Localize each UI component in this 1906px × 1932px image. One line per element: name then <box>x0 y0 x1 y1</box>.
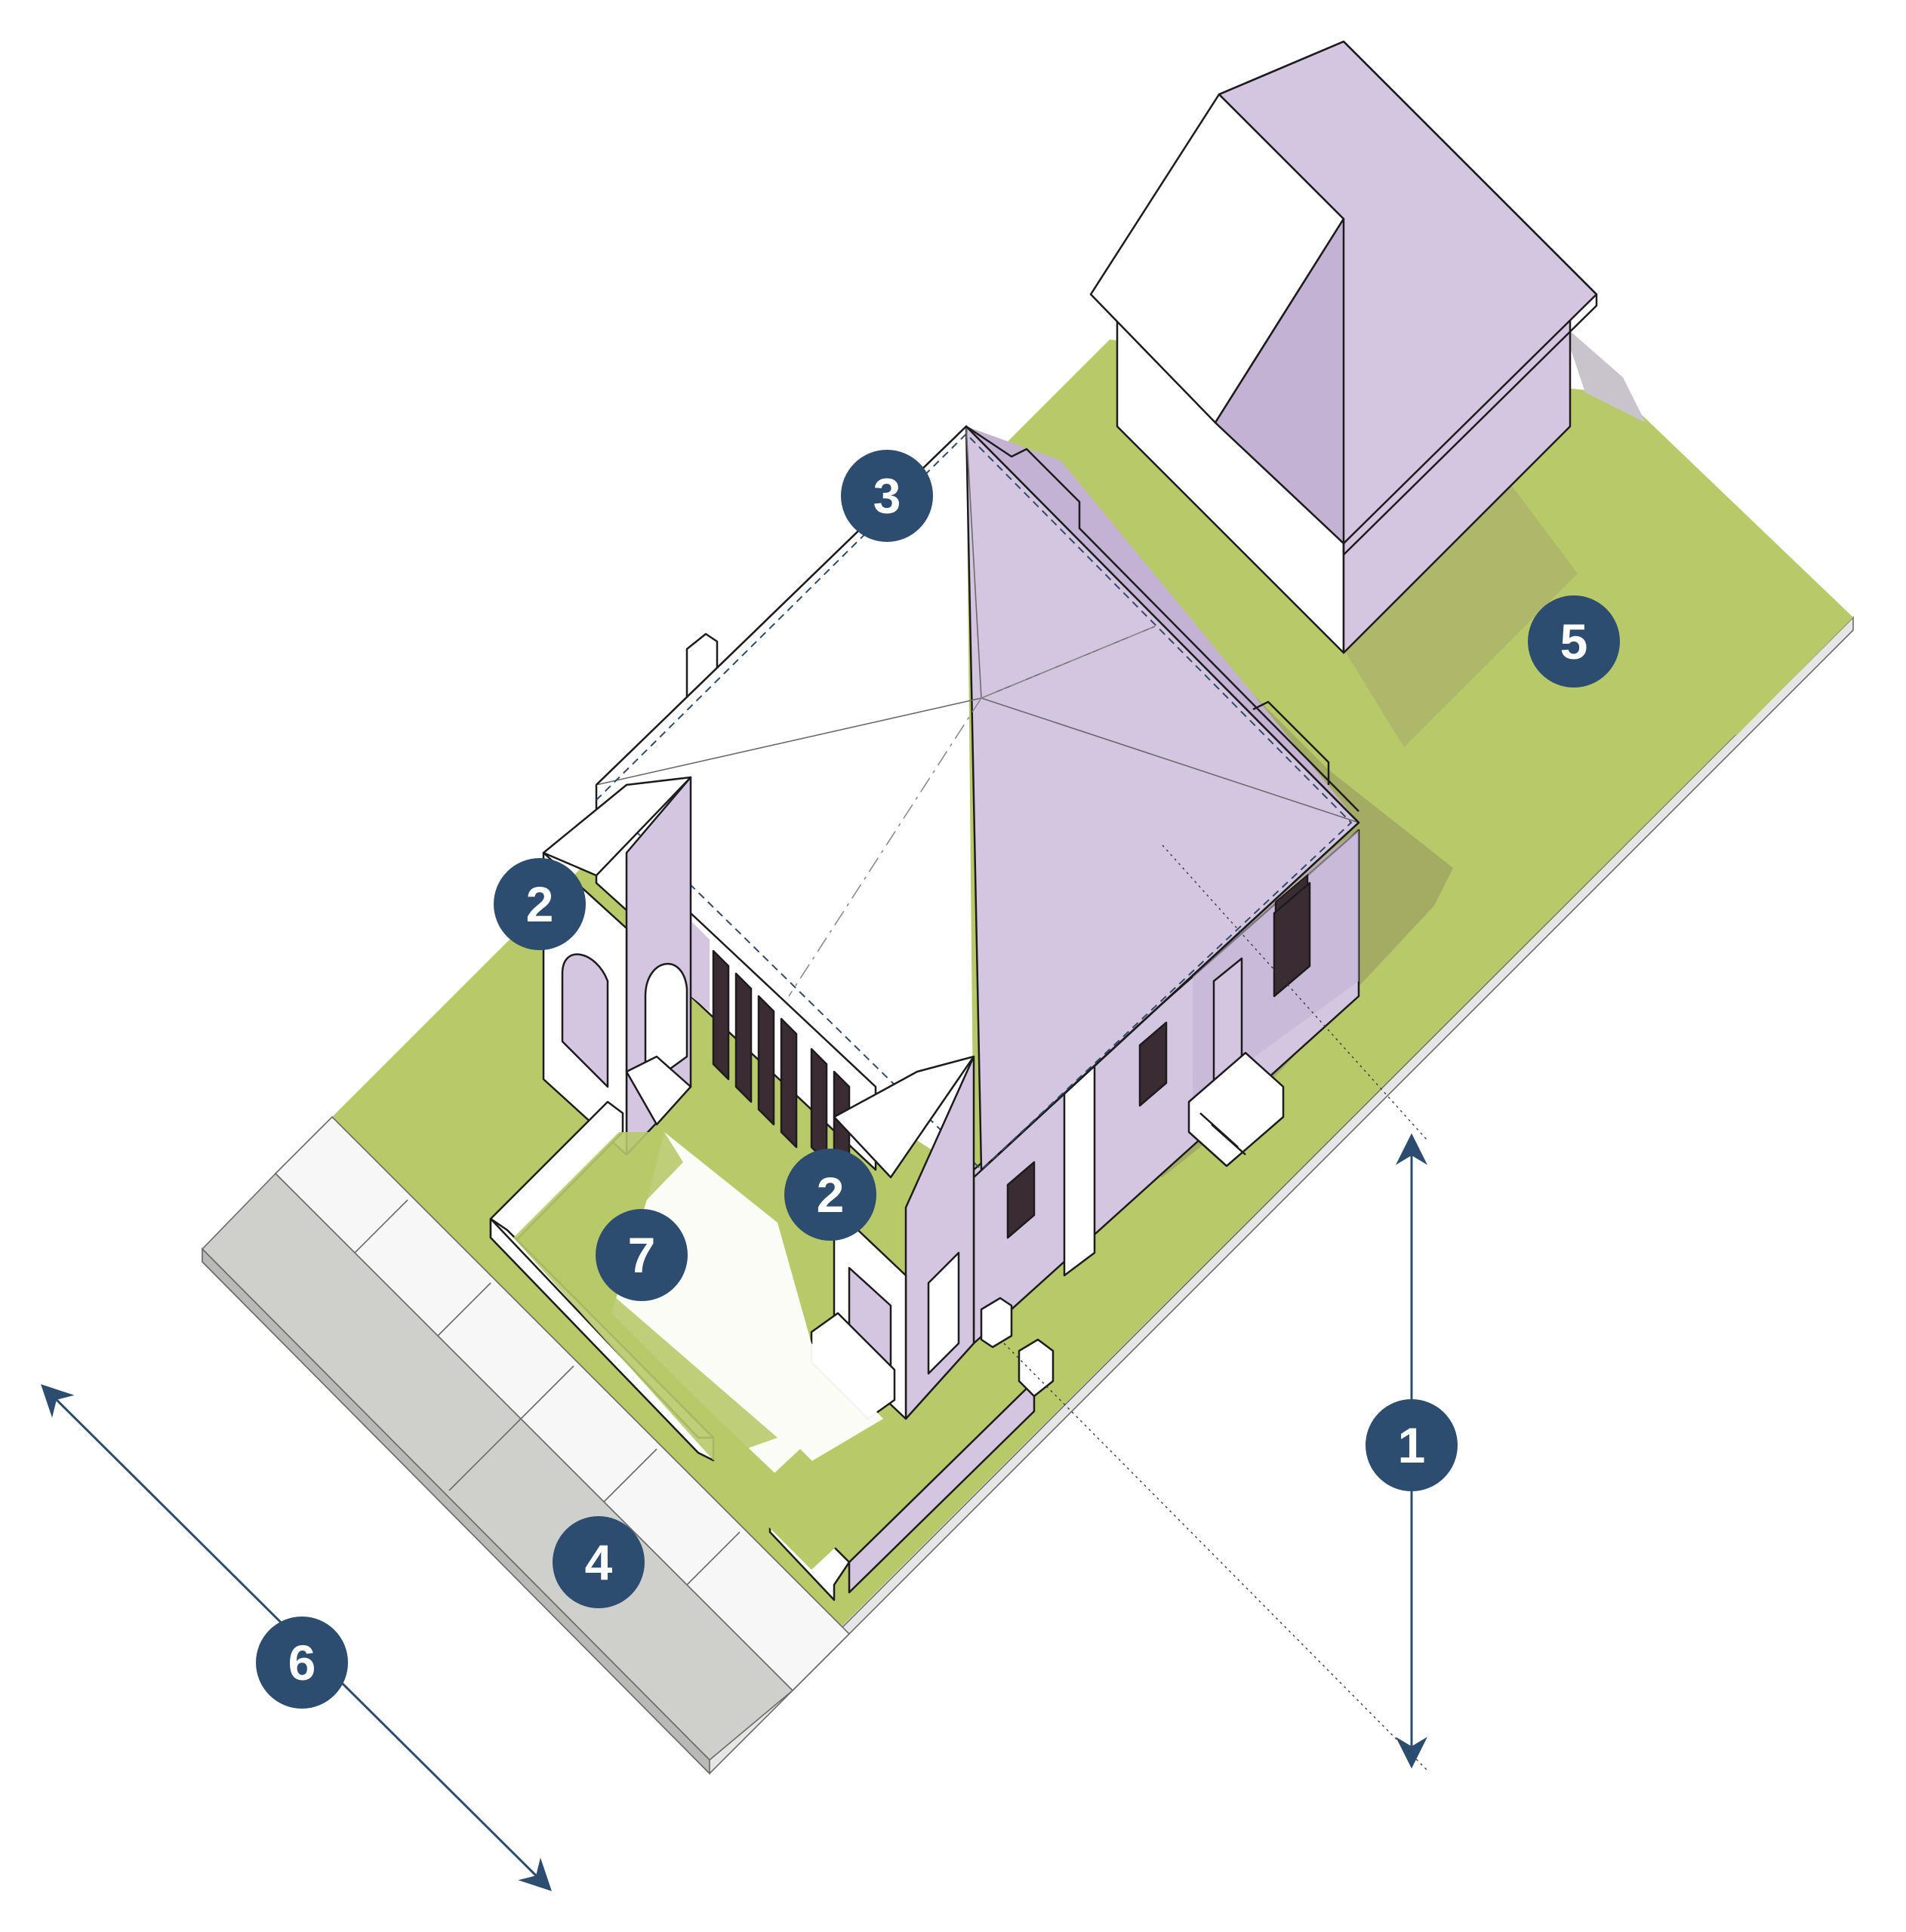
roof-eave-outline <box>596 425 1360 1178</box>
garage-shadow <box>1344 483 1578 747</box>
front-lawn-strip <box>744 1449 868 1570</box>
callout-6: 6 <box>256 1617 348 1709</box>
roof-front-plane <box>596 426 974 1177</box>
roof-ridge-lines <box>596 426 1359 823</box>
side-window-b <box>1138 1021 1168 1107</box>
rear-lawn <box>1540 396 1853 736</box>
callout-4-label: 4 <box>585 1534 613 1590</box>
callout-5-label: 5 <box>1560 614 1588 669</box>
wall-pier <box>980 1297 1013 1349</box>
callout-3: 3 <box>841 450 933 542</box>
garage-roof-ridge <box>1218 40 1598 556</box>
right-parapet <box>1252 700 1330 785</box>
wall-right-return <box>1018 1338 1055 1398</box>
callout-2-right: 2 <box>784 1149 876 1241</box>
garage-roof-gable-face <box>1214 217 1345 545</box>
left-porch-arch-1 <box>561 953 609 1088</box>
callout-2-left: 2 <box>494 858 586 950</box>
rear-parapet <box>965 425 1359 812</box>
side-window-a <box>1273 881 1311 998</box>
garage-side-strip <box>1563 325 1646 423</box>
side-stair-steps <box>1188 1112 1246 1167</box>
callout-5: 5 <box>1528 595 1620 688</box>
callout-1: 1 <box>1366 1399 1458 1491</box>
front-yard-paving <box>611 1132 883 1479</box>
front-window-3 <box>757 995 775 1126</box>
front-facade-lilac <box>691 921 710 1011</box>
callout-7-label: 7 <box>628 1227 656 1283</box>
roof-hip-line <box>788 697 982 997</box>
wall-right-front-lilac <box>848 1380 1036 1594</box>
front-window-bank <box>712 949 851 1171</box>
callout-1-label: 1 <box>1398 1417 1426 1473</box>
roof-dashed-outline <box>596 433 1353 1171</box>
rear-garage <box>1089 40 1598 654</box>
front-window-1 <box>712 949 730 1081</box>
front-lawn-patch <box>513 1132 777 1460</box>
callout-6-label: 6 <box>288 1635 316 1690</box>
callout-2-right-label: 2 <box>817 1167 845 1223</box>
left-porch-stair <box>625 1055 692 1126</box>
front-window-5 <box>810 1048 828 1164</box>
callout-2-left-label: 2 <box>526 876 554 932</box>
left-porch-bay <box>542 776 692 1156</box>
right-porch-side-opening <box>927 1251 960 1375</box>
callout-4: 4 <box>553 1516 645 1608</box>
right-porch-bay <box>810 1055 975 1420</box>
front-window-2 <box>734 972 753 1103</box>
front-window-4 <box>780 1017 798 1149</box>
side-window-c <box>1006 1161 1036 1239</box>
callout-3-label: 3 <box>873 468 901 524</box>
main-house <box>542 425 1360 1479</box>
callout-7: 7 <box>596 1209 688 1301</box>
